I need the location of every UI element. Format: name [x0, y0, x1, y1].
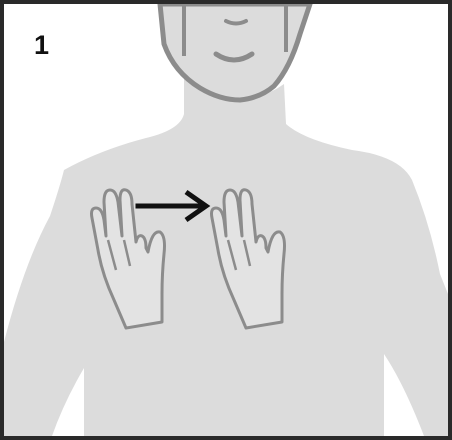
- step-number: 1: [34, 32, 49, 59]
- sign-illustration: [4, 4, 448, 436]
